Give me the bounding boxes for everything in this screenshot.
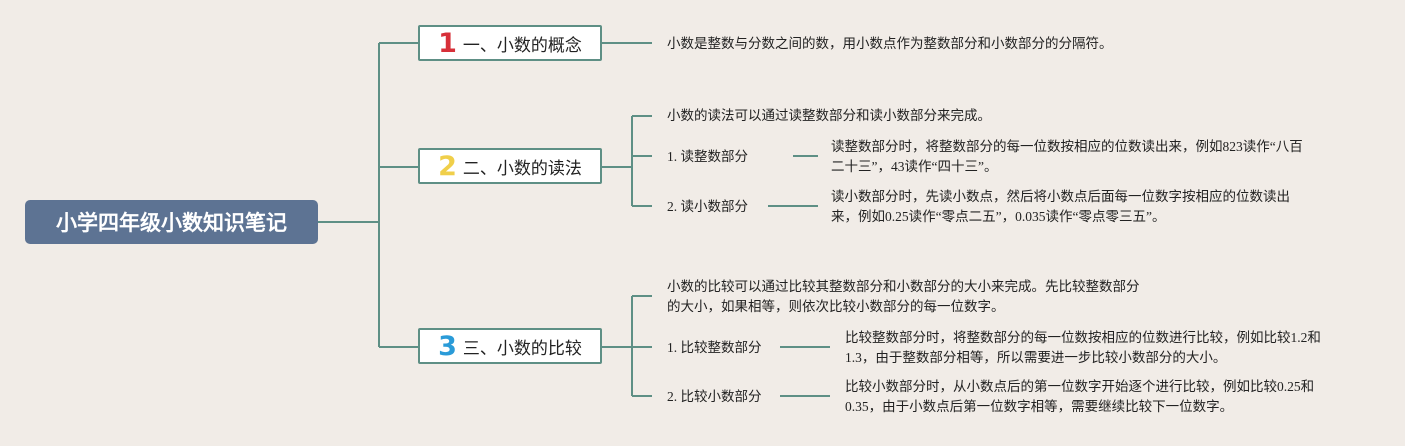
topic-number-3: 3 — [438, 330, 457, 362]
topic-3-sub-2-desc: 比较小数部分时，从小数点后的第一位数字开始逐个进行比较，例如比较0.25和 0.… — [845, 377, 1314, 417]
intro-line: 的大小，如果相等，则依次比较小数部分的每一位数字。 — [667, 299, 1005, 314]
desc-line: 二十三”，43读作“四十三”。 — [831, 159, 998, 174]
topic-2-sub-1-label: 1. 读整数部分 — [667, 149, 748, 164]
desc-line: 读整数部分时，将整数部分的每一位数按相应的位数读出来，例如823读作“八百 — [831, 139, 1303, 154]
topic-2-intro: 小数的读法可以通过读整数部分和读小数部分来完成。 — [667, 108, 991, 123]
desc-line: 读小数部分时，先读小数点，然后将小数点后面每一位数字按相应的位数读出 — [831, 189, 1290, 204]
desc-line: 1.3，由于整数部分相等，所以需要进一步比较小数部分的大小。 — [845, 350, 1227, 365]
topic-number-2: 2 — [438, 150, 457, 182]
topic-3-intro: 小数的比较可以通过比较其整数部分和小数部分的大小来完成。先比较整数部分 的大小，… — [667, 277, 1140, 317]
topic-3-sub-1-desc: 比较整数部分时，将整数部分的每一位数按相应的位数进行比较，例如比较1.2和 1.… — [845, 328, 1321, 368]
connector-t3-bracket — [602, 295, 652, 397]
topic-label-3: 三、小数的比较 — [462, 338, 582, 359]
topic-2-sub-1-desc: 读整数部分时，将整数部分的每一位数按相应的位数读出来，例如823读作“八百 二十… — [831, 137, 1303, 177]
desc-line: 比较小数部分时，从小数点后的第一位数字开始逐个进行比较，例如比较0.25和 — [845, 379, 1315, 394]
desc-line: 0.35，由于小数点后第一位数字相等，需要继续比较下一位数字。 — [845, 399, 1234, 414]
topic-node-1[interactable]: 1 一、小数的概念 — [418, 25, 602, 61]
topic-node-2[interactable]: 2 二、小数的读法 — [418, 148, 602, 184]
root-label: 小学四年级小数知识笔记 — [56, 211, 287, 235]
topic-3-sub-2-label: 2. 比较小数部分 — [667, 389, 762, 404]
root-node[interactable]: 小学四年级小数知识笔记 — [25, 200, 318, 244]
topic-node-3[interactable]: 3 三、小数的比较 — [418, 328, 602, 364]
topic-2-sub-2-desc: 读小数部分时，先读小数点，然后将小数点后面每一位数字按相应的位数读出 来，例如0… — [831, 187, 1290, 227]
connector-t2-bracket — [602, 115, 652, 207]
topic-number-1: 1 — [438, 27, 457, 59]
topic-label-1: 一、小数的概念 — [462, 35, 582, 56]
desc-line: 比较整数部分时，将整数部分的每一位数按相应的位数进行比较，例如比较1.2和 — [845, 330, 1321, 345]
topic-3-sub-1-label: 1. 比较整数部分 — [667, 340, 762, 355]
topic-1-desc: 小数是整数与分数之间的数，用小数点作为整数部分和小数部分的分隔符。 — [667, 36, 1113, 51]
topic-label-2: 二、小数的读法 — [462, 158, 582, 179]
intro-line: 小数的比较可以通过比较其整数部分和小数部分的大小来完成。先比较整数部分 — [667, 279, 1140, 294]
desc-line: 来，例如0.25读作“零点二五”，0.035读作“零点零三五”。 — [831, 209, 1166, 224]
topic-2-sub-2-label: 2. 读小数部分 — [667, 199, 748, 214]
